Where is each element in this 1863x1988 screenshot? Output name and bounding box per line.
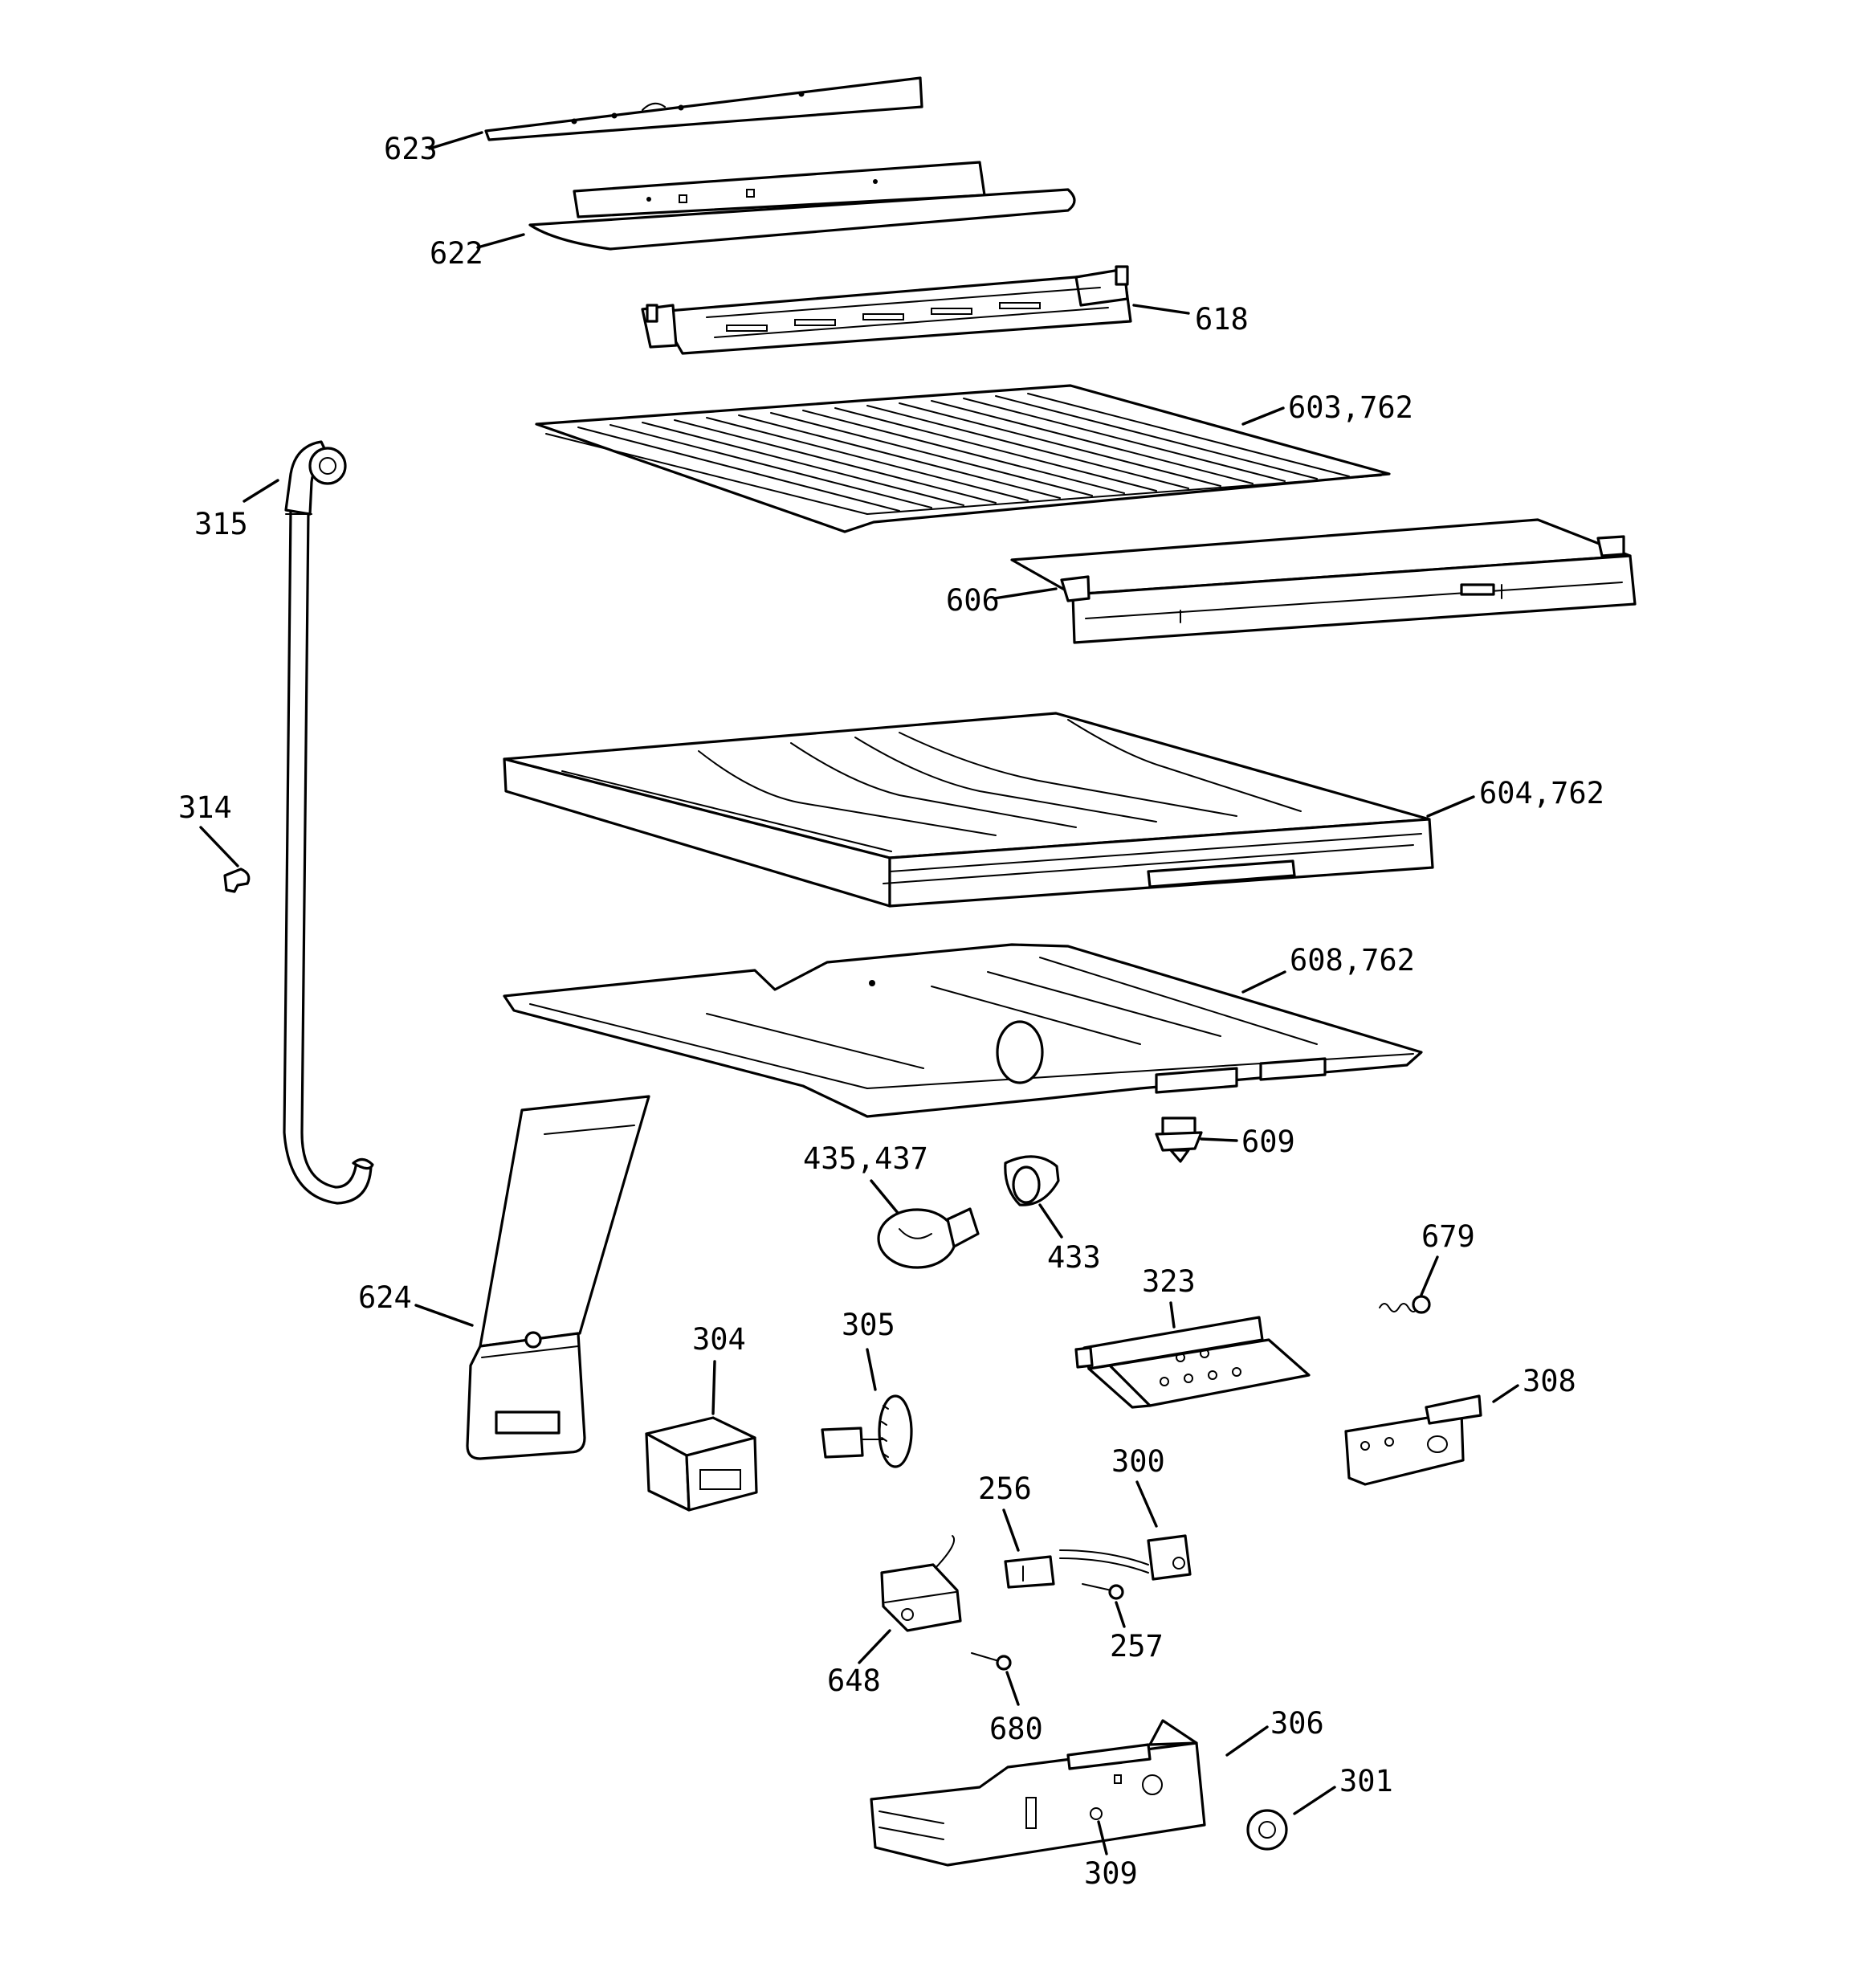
label-622: 622 bbox=[430, 236, 483, 271]
leader-301 bbox=[1293, 1786, 1336, 1815]
part-603-wire-shelf bbox=[535, 384, 1391, 533]
part-648-defrost-timer bbox=[880, 1535, 962, 1632]
leader-623 bbox=[428, 131, 483, 150]
leader-256 bbox=[1002, 1508, 1020, 1552]
leader-314 bbox=[199, 826, 239, 867]
label-623: 623 bbox=[384, 132, 438, 166]
label-256: 256 bbox=[978, 1472, 1032, 1506]
label-257: 257 bbox=[1110, 1629, 1164, 1663]
label-315: 315 bbox=[194, 507, 248, 541]
leader-433 bbox=[1038, 1203, 1063, 1239]
label-309: 309 bbox=[1084, 1856, 1138, 1891]
part-433-lamp-socket bbox=[1004, 1155, 1060, 1206]
label-314: 314 bbox=[178, 790, 232, 825]
leader-604 bbox=[1426, 795, 1475, 818]
leader-608 bbox=[1241, 970, 1286, 994]
leader-323 bbox=[1169, 1301, 1176, 1329]
label-624: 624 bbox=[358, 1280, 412, 1315]
part-608-pan-shelf bbox=[503, 943, 1423, 1118]
part-618-light-housing bbox=[641, 265, 1132, 355]
part-labels: 623 622 618 603,762 315 606 314 604,762 … bbox=[178, 132, 1604, 1891]
part-306-control-cover bbox=[870, 1719, 1206, 1867]
leader-679 bbox=[1420, 1255, 1439, 1296]
part-305-thermostat-dial bbox=[821, 1394, 913, 1468]
part-314-clip bbox=[223, 867, 251, 893]
leader-300 bbox=[1135, 1480, 1158, 1528]
label-680: 680 bbox=[989, 1712, 1043, 1746]
label-301: 301 bbox=[1339, 1764, 1393, 1798]
leader-624 bbox=[414, 1304, 474, 1327]
leader-648 bbox=[858, 1629, 891, 1664]
part-622-light-shield bbox=[528, 161, 1076, 251]
label-323: 323 bbox=[1142, 1264, 1196, 1299]
part-256-switch bbox=[1004, 1549, 1149, 1589]
leader-308 bbox=[1492, 1384, 1519, 1403]
label-304: 304 bbox=[692, 1322, 746, 1357]
part-300-thermostat bbox=[1147, 1534, 1192, 1581]
leader-606 bbox=[993, 587, 1058, 600]
part-604-crisper-pan bbox=[503, 712, 1434, 908]
part-606-crisper-cover bbox=[1010, 518, 1637, 644]
part-257-screw bbox=[1082, 1583, 1124, 1600]
label-305: 305 bbox=[842, 1308, 895, 1342]
label-608: 608,762 bbox=[1290, 943, 1415, 978]
label-603: 603,762 bbox=[1288, 390, 1413, 425]
label-306: 306 bbox=[1270, 1706, 1324, 1741]
leader-680 bbox=[1005, 1671, 1020, 1706]
leader-603 bbox=[1241, 406, 1285, 426]
leader-304 bbox=[711, 1360, 716, 1415]
part-323-control-bracket bbox=[1074, 1316, 1311, 1409]
leader-435 bbox=[870, 1179, 899, 1214]
label-606: 606 bbox=[946, 583, 1000, 618]
label-604: 604,762 bbox=[1479, 776, 1604, 810]
leader-609 bbox=[1200, 1137, 1238, 1142]
part-301-control-knob bbox=[1246, 1809, 1288, 1851]
label-618: 618 bbox=[1195, 302, 1249, 337]
label-433: 433 bbox=[1047, 1240, 1101, 1275]
label-609: 609 bbox=[1241, 1125, 1295, 1159]
leader-306 bbox=[1225, 1725, 1269, 1757]
leader-305 bbox=[866, 1348, 877, 1391]
label-435: 435,437 bbox=[803, 1141, 928, 1176]
label-648: 648 bbox=[827, 1663, 881, 1698]
leader-309 bbox=[1097, 1820, 1108, 1855]
part-304-control-box bbox=[645, 1416, 758, 1512]
part-308-mounting-bracket bbox=[1344, 1394, 1482, 1486]
leader-618 bbox=[1132, 304, 1190, 315]
label-679: 679 bbox=[1421, 1219, 1475, 1254]
leader-622 bbox=[476, 233, 525, 249]
part-435-light-bulb bbox=[877, 1207, 980, 1269]
part-609-clip bbox=[1155, 1116, 1203, 1163]
part-680-screw bbox=[971, 1652, 1012, 1671]
part-623-bracket-strip bbox=[484, 76, 923, 141]
label-308: 308 bbox=[1523, 1364, 1576, 1398]
leader-315 bbox=[243, 479, 279, 503]
leader-257 bbox=[1115, 1601, 1126, 1628]
part-315-drain-tube bbox=[283, 440, 374, 1205]
part-679-spring bbox=[1379, 1295, 1431, 1314]
part-624-control-panel bbox=[466, 1095, 650, 1460]
leader-lines bbox=[199, 131, 1519, 1855]
label-300: 300 bbox=[1111, 1444, 1165, 1479]
